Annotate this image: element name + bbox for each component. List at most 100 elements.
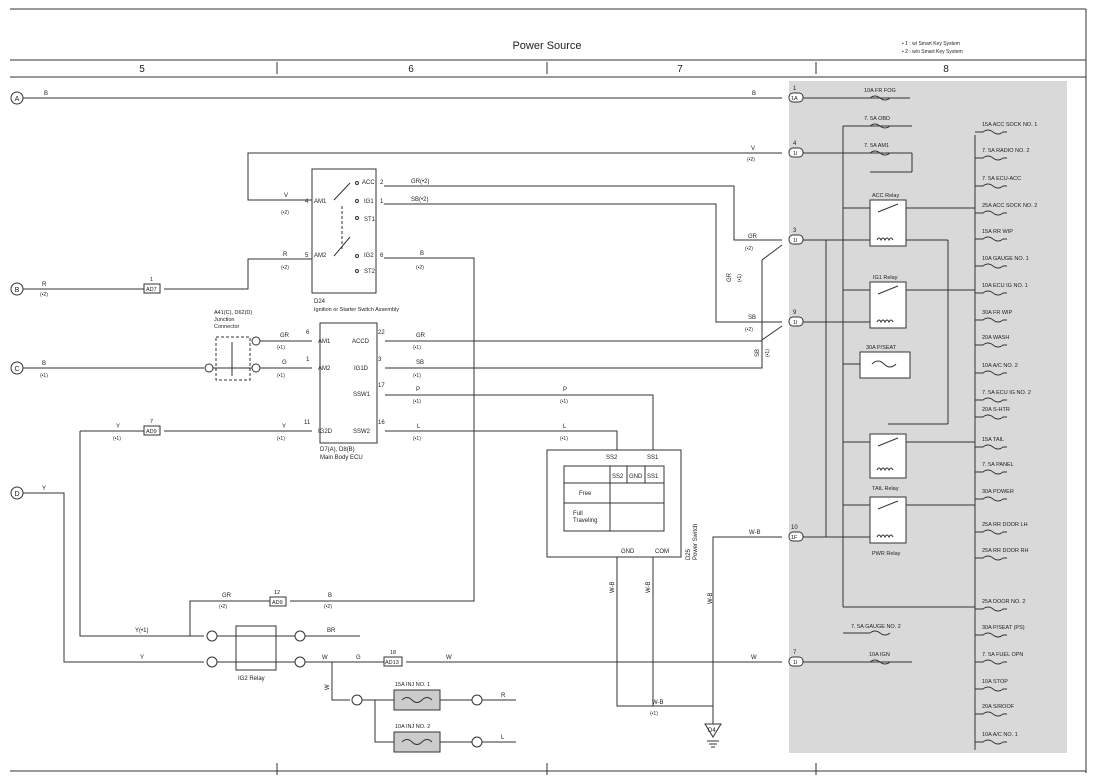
vert-label-wb-2: W-B xyxy=(646,581,652,593)
ps-row-full: Full xyxy=(573,511,583,517)
ecu-num-11: 11 xyxy=(304,420,311,426)
fuse-right-label-18: 30A P/SEAT (PS) xyxy=(982,625,1025,631)
ps-description: Power Switch xyxy=(693,524,699,560)
note-1: • 1 : w/ Smart Key System xyxy=(902,41,960,47)
wire-cond-y-ecu: (•1) xyxy=(277,436,285,442)
wire-cond-ig2-b: (•2) xyxy=(416,265,424,271)
wire-label-b-ad9: B xyxy=(328,593,332,599)
d24-num-2: 2 xyxy=(380,180,384,186)
wire-label-gr-jc: GR xyxy=(280,333,290,339)
wire-label-wb-in: W-B xyxy=(749,530,761,536)
fuse-right-label-5: 10A GAUGE NO. 1 xyxy=(982,256,1029,262)
wire-label-inj-r: R xyxy=(501,693,506,699)
point-a: A xyxy=(10,91,24,105)
ecu-pin-am1: AM1 xyxy=(318,339,331,345)
fuse-inj-2-label: 10A INJ NO. 2 xyxy=(395,724,430,730)
fuse-right-symbol-18 xyxy=(975,632,1007,638)
fuse-right-label-8: 20A WASH xyxy=(982,335,1009,341)
ig2-pin-2-right-low xyxy=(294,656,306,668)
connector-ad9-lower-pin: 12 xyxy=(274,590,280,596)
wire-label-r: R xyxy=(283,252,288,258)
connector-ad13 xyxy=(383,656,403,667)
d24-description: Ignition or Starter Switch Assembly xyxy=(314,307,399,313)
wire-label-ig2-b: B xyxy=(420,251,424,257)
main-body-ecu-box xyxy=(319,322,378,444)
ig2-pin-2-left-low xyxy=(206,656,218,668)
ecu-num-6: 6 xyxy=(306,330,310,336)
ecu-pin-ssw2: SSW2 xyxy=(353,429,371,435)
jc-name: A41(C), D62(D) xyxy=(214,310,252,316)
column-6: 6 xyxy=(408,64,414,75)
vert-label-gr: GR xyxy=(727,272,733,282)
wire-label-v-2: V xyxy=(751,146,755,152)
svg-text:10: 10 xyxy=(791,525,798,531)
power-switch-table xyxy=(563,465,665,532)
fuse-right-label-22: 10A A/C NO. 1 xyxy=(982,732,1018,738)
connector-ad9-lower xyxy=(269,596,287,607)
ecu-pin-ig2d: IG2D xyxy=(318,429,333,435)
fuse-right-symbol-11 xyxy=(975,414,1007,420)
svg-text:1I: 1I xyxy=(793,151,798,157)
fuse-right-symbol-14 xyxy=(975,496,1007,502)
fuse-right-label-2: 7. 5A ECU-ACC xyxy=(982,176,1021,182)
wire-cond-v-2: (•2) xyxy=(747,157,755,163)
wire-cond-g-jc: (•1) xyxy=(277,373,285,379)
wire-cond-gr-jc: (•1) xyxy=(277,345,285,351)
connector-ad9-upper-label: AD9 xyxy=(146,429,157,435)
fuse-right-symbol-2 xyxy=(975,183,1007,189)
svg-text:4: 4 xyxy=(793,141,797,147)
fuse-right-label-1: 7. 5A RADIO NO. 2 xyxy=(982,148,1029,154)
wire-cond-ig1d: (•1) xyxy=(413,373,421,379)
fuse-right-symbol-3 xyxy=(975,210,1007,216)
fuse-right-label-13: 7. 5A PANEL xyxy=(982,462,1014,468)
fuse-right-symbol-10 xyxy=(975,397,1007,403)
svg-text:1I: 1I xyxy=(793,238,798,244)
wire-label-br: BR xyxy=(327,628,336,634)
wire-label-sb-in: SB xyxy=(748,315,756,321)
ecu-name: D7(A), D8(B) xyxy=(320,447,355,453)
svg-text:1: 1 xyxy=(793,86,797,92)
ps-pin-gnd: GND xyxy=(621,549,635,555)
wire-cond-gr-ad9: (•2) xyxy=(219,604,227,610)
fuse-inj-1-label: 15A INJ NO. 1 xyxy=(395,682,430,688)
wire-label-r-left: R xyxy=(42,282,47,288)
fuse-right-label-11: 20A S-HTR xyxy=(982,407,1010,413)
jc-desc-1: Junction xyxy=(214,317,235,323)
page-title: Power Source xyxy=(512,40,581,52)
wire-label-d-y: Y xyxy=(42,486,46,492)
jc-pin-c xyxy=(204,363,214,373)
wire-cond-b-ad9: (•2) xyxy=(324,604,332,610)
connector-ad9-lower-label: AD9 xyxy=(272,600,283,606)
wire-label-g-jc: G xyxy=(282,360,287,366)
fuse-right-symbol-4 xyxy=(975,236,1007,242)
d24-pin-ig1: IG1 xyxy=(364,199,374,205)
d24-pin-am1: AM1 xyxy=(314,199,327,205)
wire-cond-sb-in: (•2) xyxy=(745,327,753,333)
fuse-right-label-12: 15A TAIL xyxy=(982,437,1004,443)
ecu-description: Main Body ECU xyxy=(320,455,363,461)
ecu-pin-ssw1: SSW1 xyxy=(353,392,371,398)
fuse-right-symbol-13 xyxy=(975,469,1007,475)
d24-pin-ig2: IG2 xyxy=(364,253,374,259)
wire-label-y-ecu: Y xyxy=(282,424,286,430)
inj-pin-2 xyxy=(351,694,363,706)
connector-ad7-pin: 1 xyxy=(150,277,153,283)
ps-table-ss1: SS1 xyxy=(647,474,659,480)
fuse-right-symbol-1 xyxy=(975,155,1007,161)
ig2-relay-label: IG2 Relay xyxy=(238,676,265,682)
d24-pin-st2: ST2 xyxy=(364,269,376,275)
svg-text:9: 9 xyxy=(793,310,797,316)
wire-cond-gr-in: (•2) xyxy=(745,246,753,252)
inj-out-2 xyxy=(471,736,483,748)
fuse-right-symbol-8 xyxy=(975,342,1007,348)
wire-label-wb-bottom: W-B xyxy=(652,700,664,706)
fuse-right-symbol-7 xyxy=(975,317,1007,323)
fuse-right-label-4: 15A RR WIP xyxy=(982,229,1013,235)
fuse-right-label-19: 7. 5A FUEL OPN xyxy=(982,652,1023,658)
wire-label-inj-l: L xyxy=(501,735,505,741)
wire-label-gr-in: GR xyxy=(748,234,758,240)
vert-cond-gr: (•1) xyxy=(737,274,743,282)
ground-d4-label: D4 xyxy=(708,728,716,734)
wire-cond-c: (•1) xyxy=(40,373,48,379)
